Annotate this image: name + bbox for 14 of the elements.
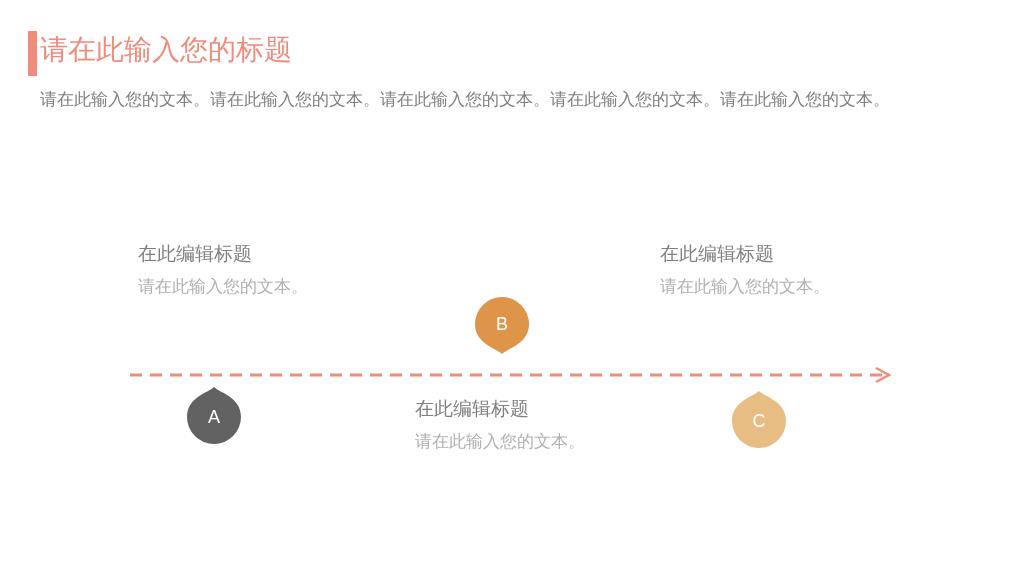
teardrop-marker: [732, 390, 786, 448]
step-heading: 在此编辑标题: [138, 241, 252, 266]
step-text: 请在此输入您的文本。: [138, 275, 308, 298]
marker-letter: C: [752, 411, 766, 431]
step-heading: 在此编辑标题: [415, 396, 529, 421]
step-text: 请在此输入您的文本。: [660, 275, 830, 298]
step-text: 请在此输入您的文本。: [415, 430, 585, 453]
slide-title: 请在此输入您的标题: [40, 32, 292, 68]
marker-letter: A: [208, 407, 220, 427]
body-paragraph: 请在此输入您的文本。请在此输入您的文本。请在此输入您的文本。请在此输入您的文本。请在此输入您的文本。: [40, 88, 891, 111]
marker-letter: B: [496, 314, 508, 334]
teardrop-marker: [475, 297, 529, 355]
teardrop-marker: [187, 386, 241, 444]
step-heading: 在此编辑标题: [660, 241, 774, 266]
